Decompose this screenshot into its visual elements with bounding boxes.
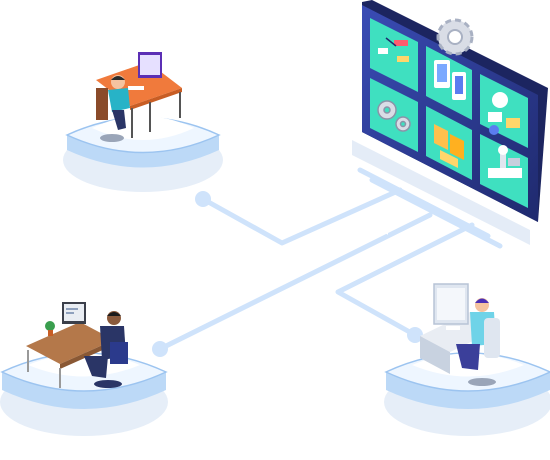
- platform-bottom-left: [0, 352, 168, 436]
- folder-icon: [434, 124, 464, 168]
- platform-bottom-right: [384, 352, 550, 436]
- worker-bottom-right: [420, 283, 500, 386]
- connector-right: [335, 222, 475, 338]
- platform-top-left: [63, 116, 223, 192]
- connector-bottom-left: [157, 212, 433, 352]
- sliders-icon: [488, 92, 520, 135]
- dashboard-monitor: [352, 0, 548, 245]
- cogs-icon: [377, 100, 411, 132]
- connector-hub: [357, 167, 491, 239]
- panel-flowchart: [370, 18, 418, 92]
- desk-top: [26, 322, 114, 364]
- connector-hub-2: [369, 177, 503, 249]
- worker-top-left: [96, 52, 182, 142]
- gear-icon: [436, 18, 474, 56]
- panel-folder: [426, 106, 472, 180]
- connector-top-left: [200, 187, 403, 246]
- mobile-icon: [434, 60, 466, 100]
- dashboard-shadow: [352, 140, 530, 245]
- worker-bottom-left: [26, 302, 128, 388]
- network-connectors: [157, 167, 503, 352]
- flowchart-icon: [376, 37, 409, 235]
- connector-node-tl: [195, 191, 211, 207]
- connector-node-r: [407, 327, 423, 343]
- connector-node-bl: [152, 341, 168, 357]
- robot-arm-icon: [488, 145, 522, 178]
